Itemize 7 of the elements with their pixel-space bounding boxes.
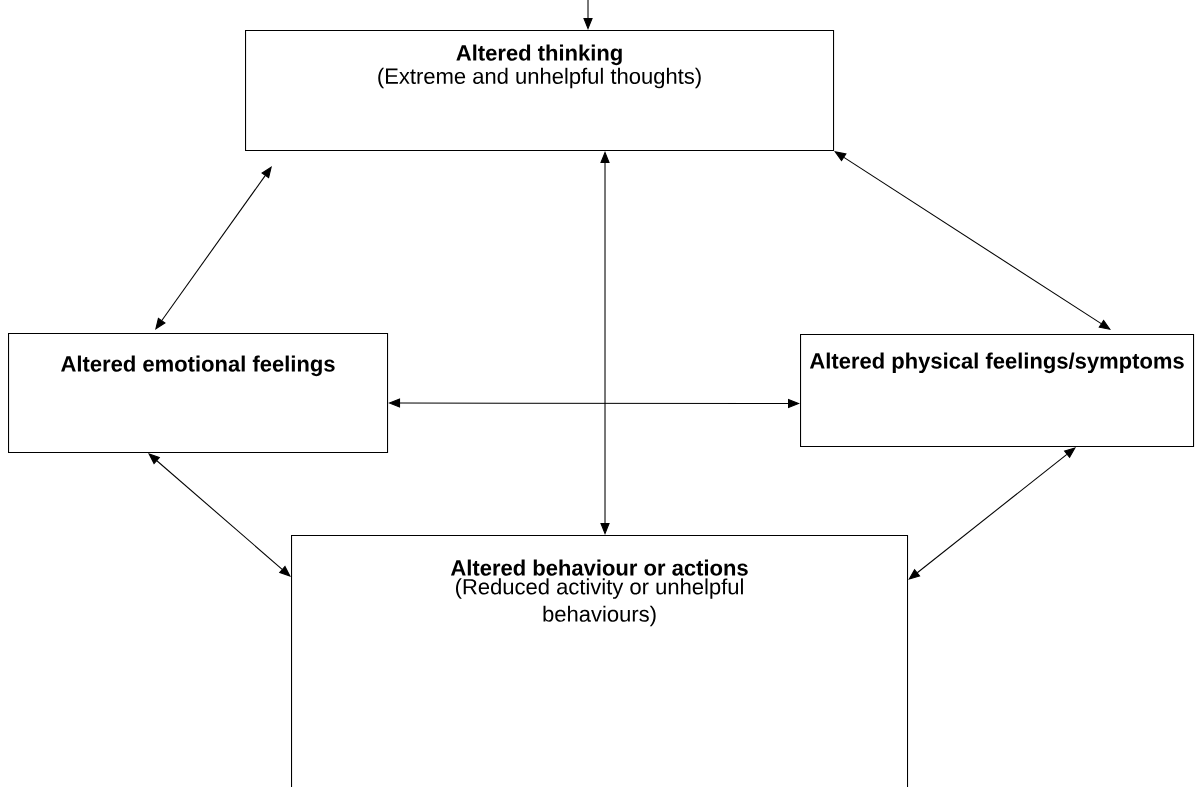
arrow	[583, 0, 593, 30]
arrow	[148, 453, 291, 577]
text-box: Altered behaviour or actions (Reduced activity or unhelpful behaviours)	[291, 535, 909, 787]
arrow	[155, 166, 272, 330]
text-box: Altered emotional feelings	[8, 333, 389, 454]
text-box: Altered thinking (Extreme and unhelpful thoughts)	[245, 30, 835, 152]
text-box: Altered physical feelings/symptoms	[800, 334, 1195, 448]
